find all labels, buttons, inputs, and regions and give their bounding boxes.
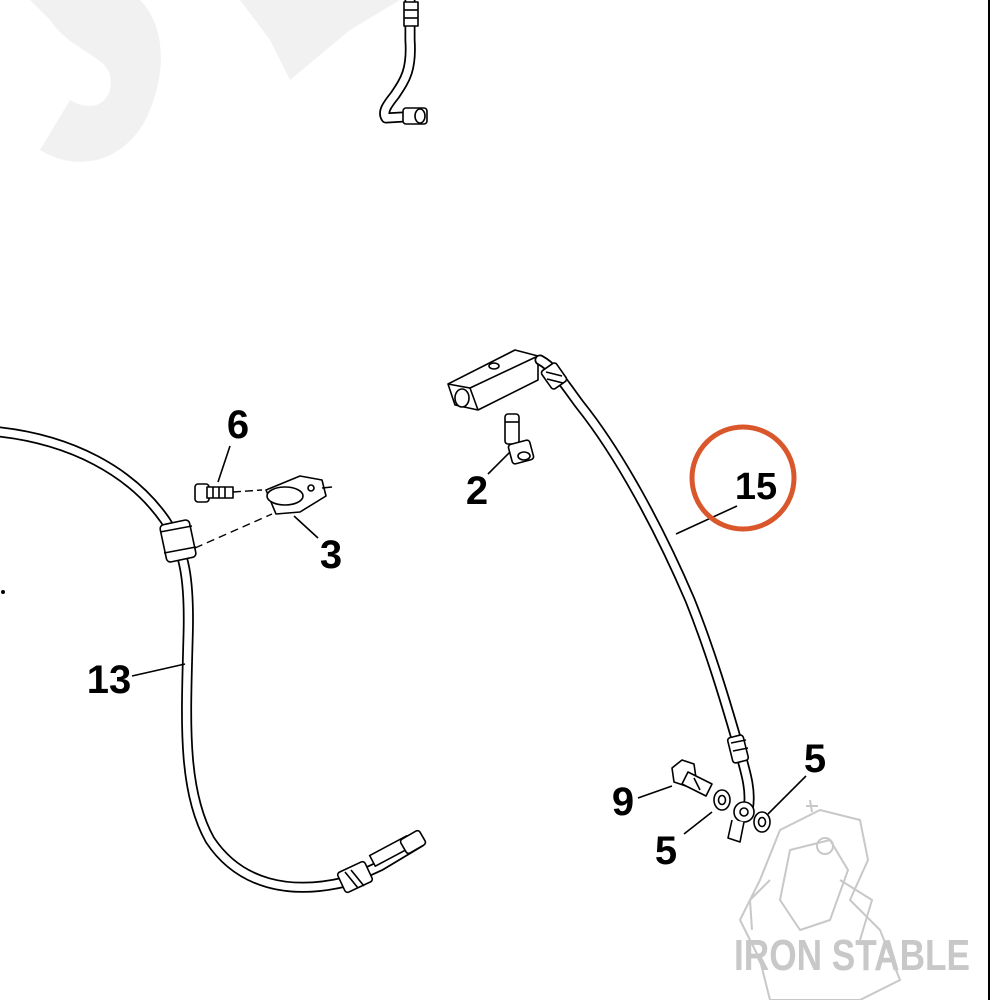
callout-13: 13 [87, 658, 132, 702]
callout-2: 2 [466, 469, 488, 513]
part-9-banjo-bolt [671, 759, 713, 797]
leader-2 [487, 451, 511, 475]
leader-5-upper [767, 775, 807, 815]
leader-13 [131, 663, 186, 677]
callout-5-upper: 5 [804, 737, 826, 781]
background-watermark-shape [30, 0, 400, 162]
part-6-bolt [194, 483, 263, 503]
part-5-washers [713, 789, 771, 833]
callout-5-lower: 5 [655, 829, 677, 873]
callout-6: 6 [227, 403, 249, 447]
part-3-clamp [194, 475, 333, 549]
leader-9 [637, 785, 673, 799]
callout-9: 9 [612, 780, 634, 824]
upper-brake-line [379, 0, 428, 125]
leader-15 [675, 505, 738, 535]
leader-3 [293, 515, 319, 539]
leader-5-lower [683, 811, 713, 835]
brake-caliper-ghost [739, 799, 901, 1000]
callout-15-highlight-circle [689, 424, 797, 532]
part-13-brake-hose [0, 426, 427, 894]
leader-lines [131, 445, 807, 835]
part-2-bolt [504, 413, 535, 465]
part-15-brake-line [447, 349, 755, 843]
leader-6 [217, 445, 231, 483]
callout-15: 15 [735, 466, 777, 508]
iron-stable-watermark: IRON STABLE [734, 931, 970, 980]
callout-3: 3 [320, 533, 342, 577]
